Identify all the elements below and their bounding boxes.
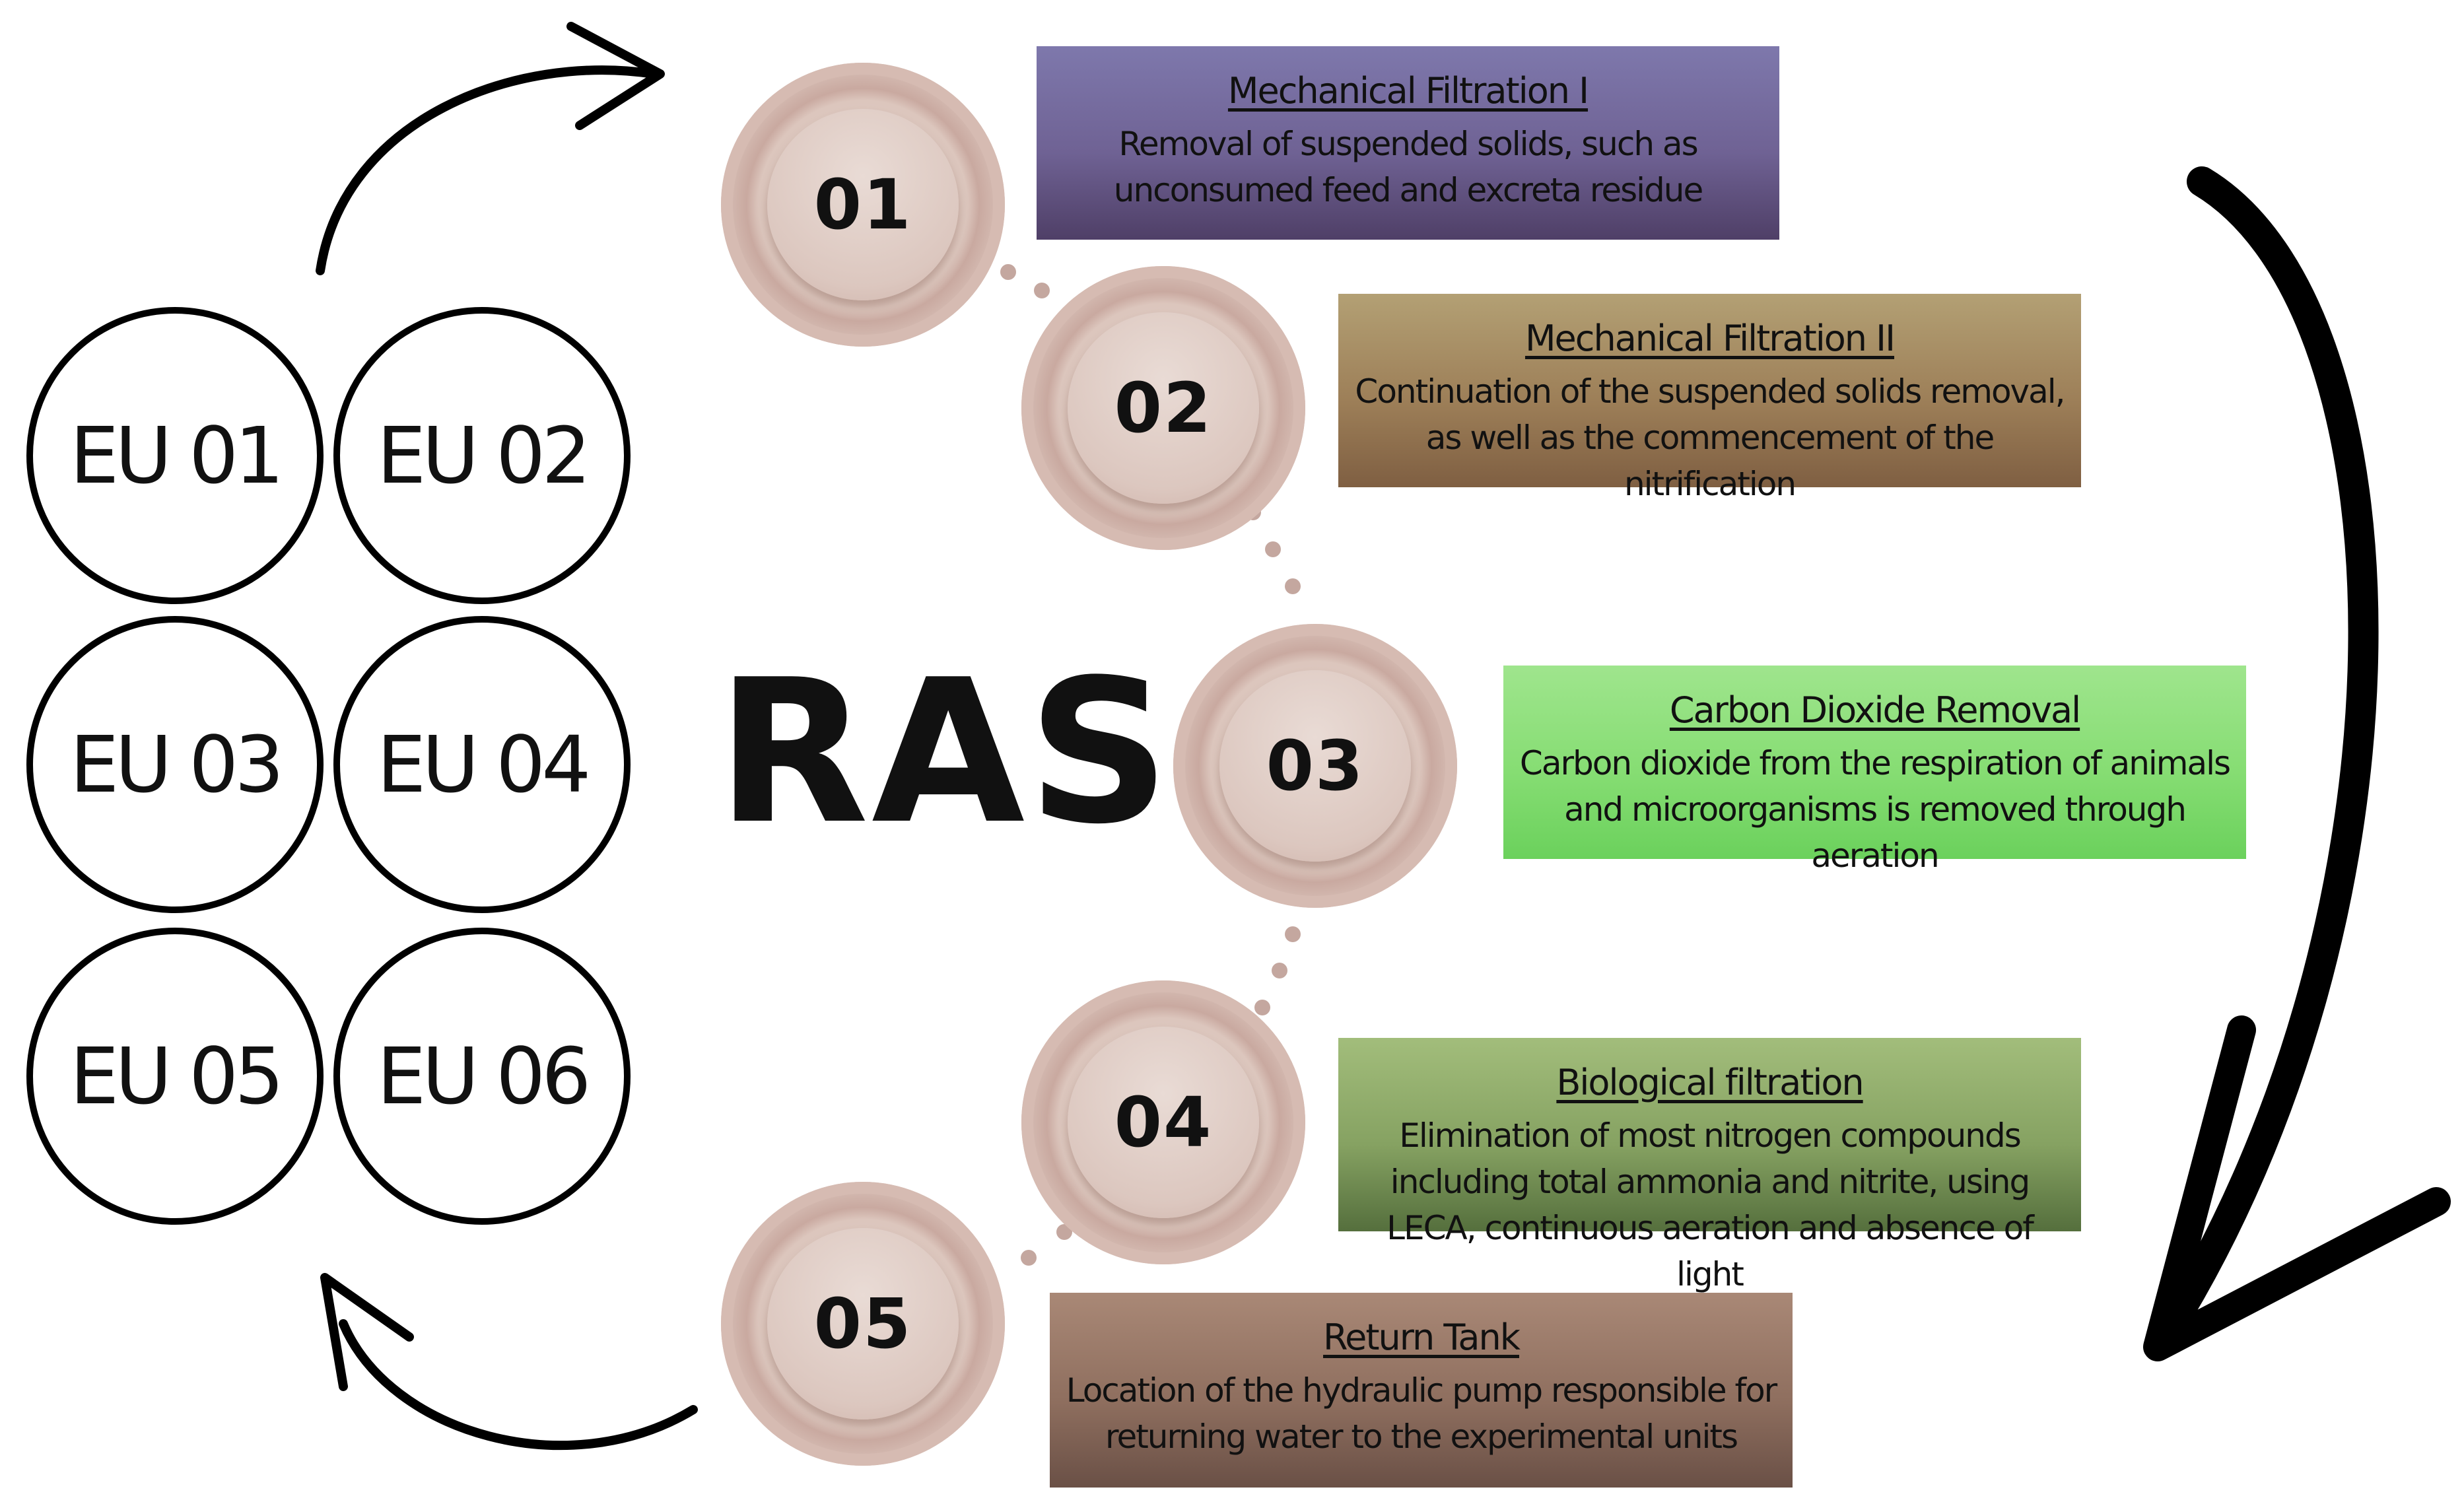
step-title: Mechanical Filtration II: [1524, 318, 1896, 359]
step-circle-inner: 02: [1068, 312, 1259, 504]
step-circle-inner: 04: [1068, 1027, 1259, 1218]
experimental-unit-eu-03: EU 03: [26, 616, 324, 913]
curved-arrow-icon: [320, 1273, 698, 1451]
step-description: Location of the hydraulic pump responsib…: [1066, 1371, 1778, 1456]
step-03-circle: 03: [1173, 624, 1457, 908]
step-title: Biological filtration: [1556, 1062, 1864, 1103]
step-circle-inner: 05: [767, 1228, 959, 1420]
step-02-circle: 02: [1021, 266, 1305, 550]
connector-dot: [1265, 541, 1281, 557]
step-number: 03: [1266, 726, 1365, 806]
step-number: 02: [1114, 368, 1213, 448]
step-description: Removal of suspended solids, such as unc…: [1113, 125, 1704, 209]
step-title: Mechanical Filtration I: [1227, 70, 1589, 112]
connector-dot: [1272, 963, 1287, 978]
step-description: Continuation of the suspended solids rem…: [1355, 372, 2065, 503]
step-04-circle: 04: [1021, 980, 1305, 1264]
step-number: 04: [1114, 1082, 1213, 1163]
step-01-circle: 01: [721, 63, 1005, 347]
experimental-unit-eu-02: EU 02: [333, 307, 631, 604]
connector-dot: [1000, 264, 1016, 280]
connector-dot: [1285, 578, 1301, 594]
step-description: Elimination of most nitrogen compounds i…: [1386, 1116, 2034, 1293]
step-02-box: Mechanical Filtration II Continuation of …: [1338, 294, 2081, 503]
step-title: Carbon Dioxide Removal: [1669, 689, 2081, 731]
step-number: 05: [813, 1284, 912, 1364]
large-curved-arrow-icon: [2143, 166, 2451, 1361]
experimental-unit-eu-01: EU 01: [26, 307, 324, 604]
connector-dot: [1285, 926, 1301, 942]
connector-dot: [1254, 1000, 1270, 1015]
step-description: Carbon dioxide from the respiration of a…: [1519, 744, 2231, 875]
experimental-unit-eu-05: EU 05: [26, 928, 324, 1225]
experimental-unit-eu-04: EU 04: [333, 616, 631, 913]
dotted-connectors: [1000, 264, 1301, 1266]
ras-title: RAS: [716, 637, 1173, 868]
step-number: 01: [813, 164, 912, 245]
experimental-unit-eu-06: EU 06: [333, 928, 631, 1225]
step-title: Return Tank: [1323, 1317, 1521, 1358]
step-01-box: Mechanical Filtration I Removal of suspen…: [1037, 46, 1779, 240]
step-circle-inner: 01: [767, 109, 959, 300]
connector-dot: [1034, 283, 1050, 298]
connector-dot: [1021, 1250, 1037, 1266]
curved-arrow-icon: [316, 22, 665, 275]
step-circle-inner: 03: [1219, 670, 1411, 862]
step-05-circle: 05: [721, 1182, 1005, 1466]
